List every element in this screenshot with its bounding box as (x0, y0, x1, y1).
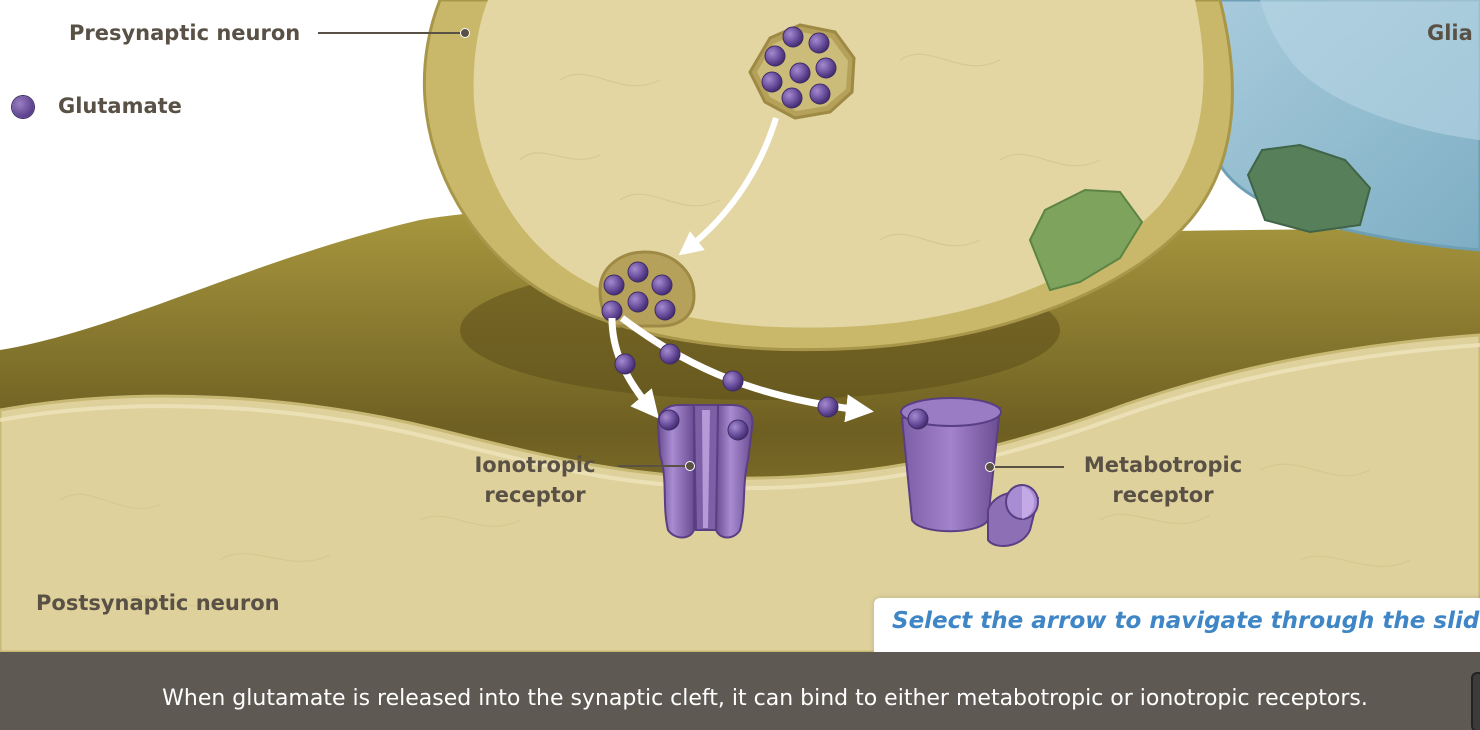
ionotropic-label-line1: Ionotropic (474, 453, 596, 477)
instruction-box: Select the arrow to navigate through the… (874, 598, 1480, 652)
synapse-diagram (0, 0, 1480, 652)
ionotropic-receptor (656, 404, 754, 539)
label-leader-lines (318, 32, 1064, 468)
glia-label: Glia (1427, 21, 1473, 45)
caption-text: When glutamate is released into the syna… (162, 686, 1368, 711)
metabotropic-label-line1: Metabotropic (1083, 453, 1243, 477)
metabotropic-receptor-label: Metabotropic receptor (1078, 450, 1248, 510)
metabotropic-receptor (900, 397, 1040, 547)
released-glutamate (614, 343, 839, 418)
synaptic-vesicle-docked (598, 250, 696, 328)
glutamate-legend-icon (12, 96, 34, 118)
vesicle-transport-arrow (678, 117, 779, 256)
next-slide-button[interactable] (1471, 672, 1480, 730)
ionotropic-receptor-label: Ionotropic receptor (460, 450, 610, 510)
instruction-text: Select the arrow to navigate through the… (892, 608, 1480, 634)
glutamate-legend-label: Glutamate (58, 94, 182, 118)
presynaptic-neuron-label: Presynaptic neuron (69, 21, 301, 45)
presynaptic-transporter (1028, 188, 1144, 292)
synaptic-vesicle-upper (748, 23, 856, 120)
ionotropic-label-line2: receptor (484, 483, 586, 507)
glia-transporter (1246, 143, 1372, 234)
caption-bar: When glutamate is released into the syna… (0, 652, 1480, 730)
metabotropic-label-line2: receptor (1112, 483, 1214, 507)
postsynaptic-neuron-label: Postsynaptic neuron (36, 591, 280, 615)
